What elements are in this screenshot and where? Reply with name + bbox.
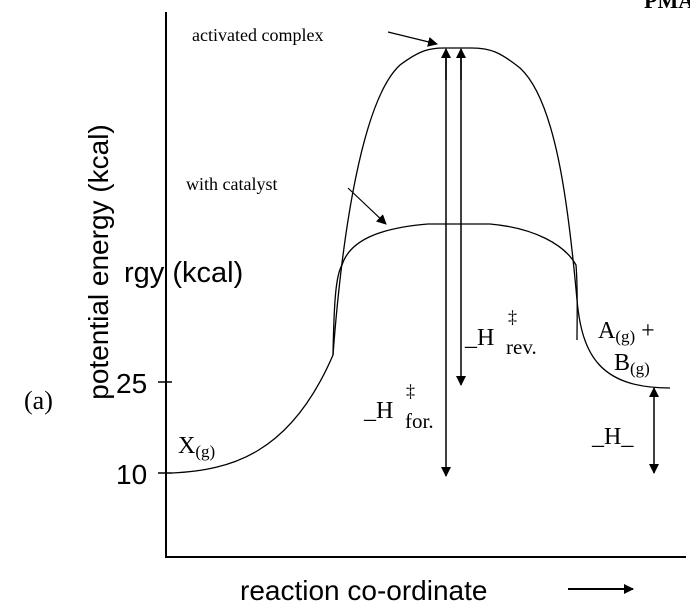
- delta-h-label: _H_: [591, 424, 634, 450]
- with-catalyst-label: with catalyst: [186, 174, 277, 194]
- h-reverse-sub: rev.: [506, 335, 537, 359]
- products-label-line1: A(g) +: [598, 318, 655, 346]
- reactant-label: X(g): [178, 433, 215, 461]
- h-reverse-sup: ‡: [508, 307, 517, 327]
- y-axis-label-overlay: rgy (kcal): [124, 257, 243, 289]
- y-axis-label: potential energy (kcal): [83, 124, 114, 399]
- with-catalyst-pointer: [347, 187, 387, 225]
- y-tick-label-10: 10: [116, 459, 147, 490]
- h-forward-sub: for.: [405, 409, 434, 433]
- h-forward-label: _H: [363, 398, 393, 424]
- corner-text: PMA: [644, 0, 690, 13]
- catalyzed-curve: [332, 223, 578, 356]
- activated-complex-pointer: [387, 31, 438, 47]
- products-label-line2: B(g): [614, 350, 650, 378]
- part-label: (a): [24, 386, 53, 415]
- activated-complex-label: activated complex: [192, 25, 323, 45]
- h-forward-sup: ‡: [406, 381, 415, 401]
- h-reverse-label: _H: [464, 325, 494, 351]
- y-tick-label-25: 25: [116, 368, 147, 399]
- x-axis-label: reaction co-ordinate: [240, 575, 487, 606]
